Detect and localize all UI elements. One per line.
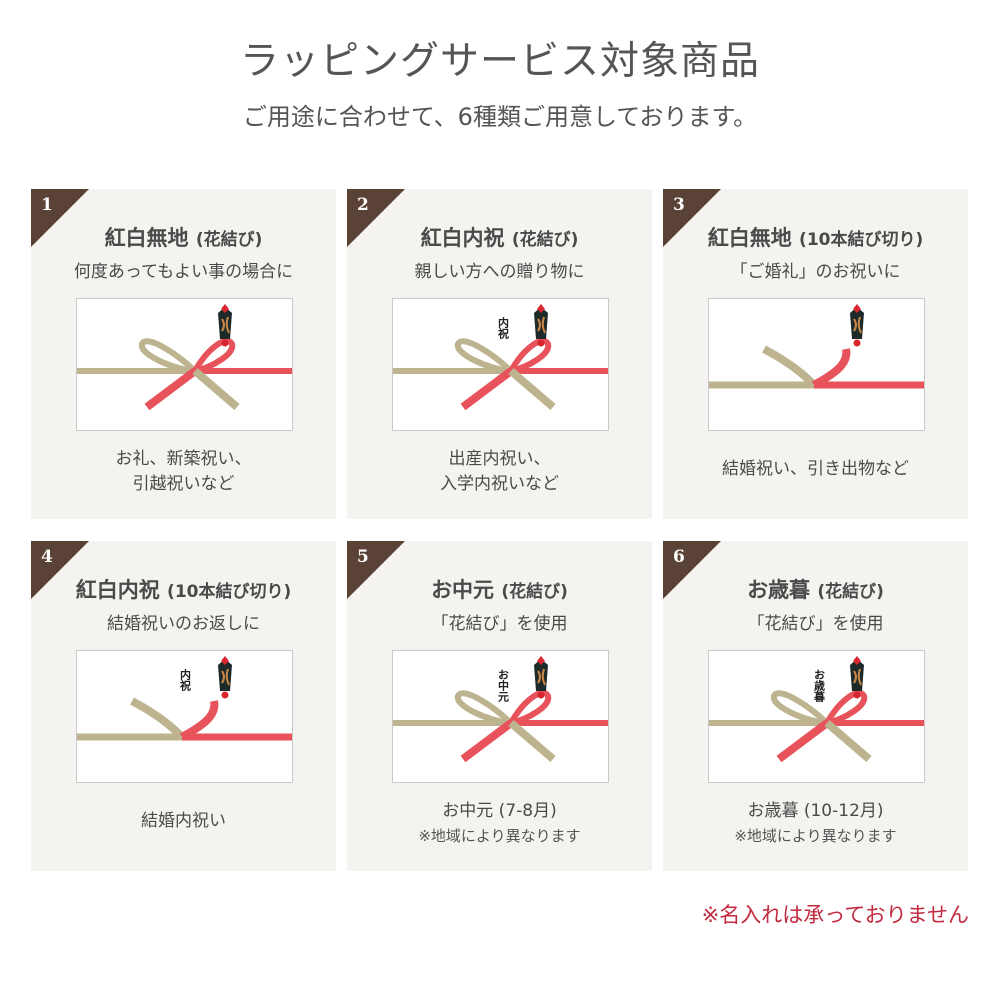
card-subtitle: 何度あってもよい事の場合に bbox=[73, 262, 294, 282]
knot-type: (花結び) bbox=[511, 230, 579, 250]
card-description-line: お礼、新築祝い、 bbox=[115, 449, 252, 469]
card-description: お中元 (7-8月) ※地域により異なります bbox=[347, 799, 652, 849]
wrapping-card-6[interactable]: 6 お歳暮 (花結び) 「花結び」を使用 お歳暮 お歳暮 (10-12月) ※地域… bbox=[663, 541, 968, 871]
page-title: ラッピングサービス対象商品 bbox=[239, 39, 760, 84]
wrapping-card-3[interactable]: 3 紅白無地 (10本結び切り) 「ご婚礼」のお祝いに 結婚祝い、引き出物など bbox=[663, 189, 968, 519]
wrapping-card-4[interactable]: 4 紅白内祝 (10本結び切り) 結婚祝いのお返しに 内祝 結婚内祝い bbox=[31, 541, 336, 871]
knot-type: (花結び) bbox=[817, 582, 884, 602]
number-badge bbox=[347, 541, 405, 599]
noshi-image bbox=[708, 298, 925, 431]
wrapping-card-1[interactable]: 1 紅白無地 (花結び) 何度あってもよい事の場合に お礼、新築祝い、引越祝いな… bbox=[31, 189, 336, 519]
card-subtitle: 親しい方への贈り物に bbox=[414, 262, 585, 282]
card-subtitle: 「花結び」を使用 bbox=[431, 614, 568, 634]
inscription: お中元 bbox=[497, 669, 510, 703]
wrapping-card-2[interactable]: 2 紅白内祝 (花結び) 親しい方への贈り物に 内祝 出産内祝い、入学内祝いなど bbox=[347, 189, 652, 519]
card-description-line: 結婚祝い、引き出物など bbox=[722, 459, 909, 479]
inscription: お歳暮 bbox=[813, 669, 827, 703]
card-number: 4 bbox=[41, 547, 53, 567]
card-number: 2 bbox=[357, 195, 369, 215]
noshi-ornament-icon bbox=[218, 304, 232, 347]
noshi-ornament-icon bbox=[850, 656, 864, 699]
card-title-main: 紅白内祝 bbox=[420, 226, 505, 250]
card-title: 紅白内祝 (花結び) bbox=[347, 222, 652, 252]
wrapping-card-5[interactable]: 5 お中元 (花結び) 「花結び」を使用 お中元 お中元 (7-8月) ※地域によ… bbox=[347, 541, 652, 871]
card-title: お歳暮 (花結び) bbox=[663, 574, 968, 604]
number-badge bbox=[663, 541, 721, 599]
card-description: お歳暮 (10-12月) ※地域により異なります bbox=[663, 799, 968, 849]
card-note: ※地域により異なります bbox=[418, 827, 581, 845]
card-number: 1 bbox=[41, 195, 53, 215]
card-title: 紅白無地 (花結び) bbox=[31, 222, 336, 252]
card-title: 紅白無地 (10本結び切り) bbox=[663, 222, 968, 252]
card-title-main: 紅白無地 bbox=[104, 226, 189, 250]
card-subtitle: 「花結び」を使用 bbox=[747, 614, 884, 634]
card-description: 結婚内祝い bbox=[31, 809, 336, 834]
noshi-image: 内祝 bbox=[392, 298, 609, 431]
noshi-ornament-icon bbox=[534, 656, 548, 699]
inscription: 内祝 bbox=[179, 668, 192, 692]
card-description-line: 引越祝いなど bbox=[132, 474, 235, 494]
card-description-line: お歳暮 (10-12月) bbox=[747, 801, 884, 821]
card-title: 紅白内祝 (10本結び切り) bbox=[31, 574, 336, 604]
card-title: お中元 (花結び) bbox=[347, 574, 652, 604]
card-number: 6 bbox=[673, 547, 685, 567]
card-description-line: 入学内祝いなど bbox=[440, 474, 559, 494]
knot-type: (花結び) bbox=[501, 582, 568, 602]
card-title-main: 紅白無地 bbox=[707, 226, 792, 250]
noshi-image: お中元 bbox=[392, 650, 609, 783]
noshi-ornament-icon bbox=[218, 656, 232, 699]
card-description: 出産内祝い、入学内祝いなど bbox=[347, 447, 652, 497]
name-notice: ※名入れは承っておりません bbox=[701, 903, 969, 927]
card-subtitle: 「ご婚礼」のお祝いに bbox=[730, 262, 901, 282]
card-number: 5 bbox=[357, 547, 369, 567]
knot-type: (10本結び切り) bbox=[799, 230, 924, 250]
knot-type: (10本結び切り) bbox=[167, 582, 292, 602]
noshi-image bbox=[76, 298, 293, 431]
noshi-image: お歳暮 bbox=[708, 650, 925, 783]
card-subtitle: 結婚祝いのお返しに bbox=[107, 614, 260, 634]
number-badge bbox=[347, 189, 405, 247]
card-title-main: 紅白内祝 bbox=[75, 578, 160, 602]
card-description: お礼、新築祝い、引越祝いなど bbox=[31, 447, 336, 497]
card-description-line: 出産内祝い、 bbox=[448, 449, 551, 469]
knot-type: (花結び) bbox=[195, 230, 263, 250]
card-note: ※地域により異なります bbox=[734, 827, 897, 845]
number-badge bbox=[31, 189, 89, 247]
card-title-main: お中元 bbox=[431, 578, 495, 602]
card-description: 結婚祝い、引き出物など bbox=[663, 457, 968, 482]
noshi-image: 内祝 bbox=[76, 650, 293, 783]
card-title-main: お歳暮 bbox=[747, 578, 811, 602]
card-description-line: お中元 (7-8月) bbox=[442, 801, 557, 821]
noshi-ornament-icon bbox=[850, 304, 864, 347]
number-badge bbox=[663, 189, 721, 247]
noshi-ornament-icon bbox=[534, 304, 548, 347]
card-description-line: 結婚内祝い bbox=[141, 811, 226, 831]
card-number: 3 bbox=[673, 195, 685, 215]
page-subtitle: ご用途に合わせて、6種類ご用意しております。 bbox=[242, 103, 758, 131]
number-badge bbox=[31, 541, 89, 599]
inscription: 内祝 bbox=[497, 316, 510, 340]
